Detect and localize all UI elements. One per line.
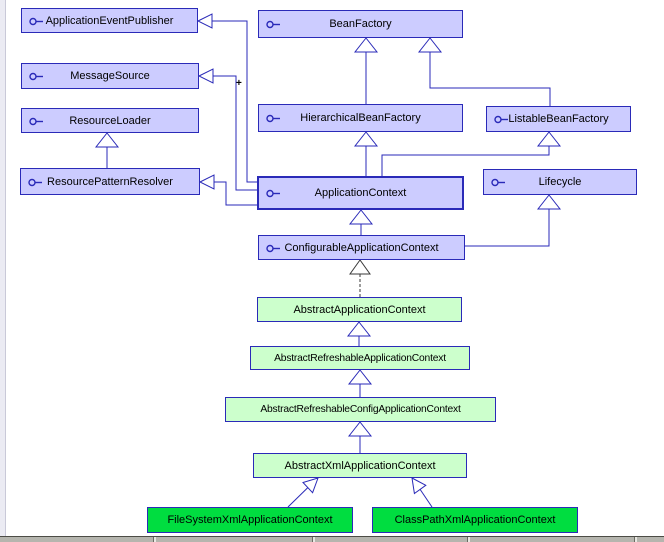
interface-lollipop-icon bbox=[266, 189, 280, 198]
class-box-file-system-xml-application-context[interactable]: FileSystemXmlApplicationContext bbox=[147, 507, 353, 533]
class-box-hierarchical-bean-factory[interactable]: HierarchicalBeanFactory bbox=[258, 104, 463, 132]
interface-lollipop-icon bbox=[494, 115, 508, 124]
edge-applicationcontext-hierarchicalbeanfactory bbox=[353, 131, 379, 176]
interface-lollipop-icon bbox=[266, 244, 280, 252]
class-name-label: HierarchicalBeanFactory bbox=[300, 112, 421, 124]
edge-applicationcontext-messagesource bbox=[197, 68, 257, 191]
class-name-label: ConfigurableApplicationContext bbox=[284, 241, 439, 254]
bottom-strip-divider bbox=[312, 537, 315, 542]
bottom-strip-divider bbox=[153, 537, 156, 542]
interface-lollipop-icon bbox=[29, 72, 43, 81]
class-name-label: MessageSource bbox=[70, 70, 150, 82]
class-name-label: Lifecycle bbox=[538, 176, 582, 188]
class-box-configurable-application-context[interactable]: ConfigurableApplicationContext bbox=[258, 235, 465, 260]
class-name-label: ApplicationEventPublisher bbox=[45, 14, 174, 27]
edge-configurableapplicationcontext-applicationcontext bbox=[348, 209, 374, 235]
class-box-resource-loader[interactable]: ResourceLoader bbox=[21, 108, 199, 133]
interface-lollipop-icon bbox=[266, 114, 280, 123]
class-name-label: AbstractApplicationContext bbox=[293, 303, 426, 316]
left-gutter bbox=[0, 0, 6, 536]
class-name-label: ClassPathXmlApplicationContext bbox=[394, 514, 556, 526]
interface-lollipop-icon bbox=[29, 117, 43, 125]
class-box-class-path-xml-application-context[interactable]: ClassPathXmlApplicationContext bbox=[372, 507, 578, 533]
edge-listablebeanfactory-beanfactory bbox=[417, 37, 551, 106]
class-name-label: ListableBeanFactory bbox=[508, 113, 609, 125]
class-box-abstract-xml-application-context[interactable]: AbstractXmlApplicationContext bbox=[253, 453, 467, 478]
class-name-label: AbstractXmlApplicationContext bbox=[284, 459, 436, 472]
class-name-label: ResourcePatternResolver bbox=[47, 175, 173, 188]
class-box-message-source[interactable]: MessageSource bbox=[21, 63, 199, 89]
class-box-abstract-refreshable-application-context[interactable]: AbstractRefreshableApplicationContext bbox=[250, 346, 470, 370]
class-box-application-context[interactable]: ApplicationContext bbox=[257, 176, 464, 210]
class-name-label: FileSystemXmlApplicationContext bbox=[167, 514, 333, 526]
class-name-label: AbstractRefreshableApplicationContext bbox=[274, 352, 446, 364]
edge-applicationcontext-applicationeventpublisher bbox=[196, 13, 257, 183]
edge-filesystemxmlapplicationcontext-abstractxmlapplicationcontext bbox=[287, 477, 319, 508]
edge-abstractxmlapplicationcontext-abstractrefreshableconfigapplicationcontext bbox=[347, 421, 373, 453]
class-name-label: AbstractRefreshableConfigApplicationCont… bbox=[260, 404, 461, 415]
interface-lollipop-icon bbox=[29, 17, 43, 25]
edge-abstractapplicationcontext-configurableapplicationcontext bbox=[349, 259, 371, 297]
class-box-resource-pattern-resolver[interactable]: ResourcePatternResolver bbox=[20, 168, 200, 195]
class-box-abstract-application-context[interactable]: AbstractApplicationContext bbox=[257, 297, 462, 322]
edge-abstractrefreshableconfigapplicationcontext-abstractrefreshableapplicationcontext bbox=[347, 369, 373, 397]
class-name-label: ResourceLoader bbox=[69, 114, 151, 127]
bottom-strip-divider bbox=[467, 537, 470, 542]
plus-marker: + bbox=[236, 78, 242, 89]
class-name-label: ApplicationContext bbox=[314, 187, 407, 199]
class-box-abstract-refreshable-config-application-context[interactable]: AbstractRefreshableConfigApplicationCont… bbox=[225, 397, 496, 422]
interface-lollipop-icon bbox=[266, 20, 280, 29]
edge-applicationcontext-listablebeanfactory bbox=[381, 131, 562, 176]
edge-applicationcontext-resourcepatternresolver bbox=[198, 174, 257, 206]
edge-abstractrefreshableapplicationcontext-abstractapplicationcontext bbox=[346, 321, 372, 346]
interface-lollipop-icon bbox=[491, 178, 505, 187]
bottom-strip-divider bbox=[634, 537, 637, 542]
class-box-lifecycle[interactable]: Lifecycle bbox=[483, 169, 637, 195]
edge-resourcepatternresolver-resourceloader bbox=[94, 132, 120, 168]
class-box-bean-factory[interactable]: BeanFactory bbox=[258, 10, 463, 38]
edge-hierarchicalbeanfactory-beanfactory bbox=[353, 37, 379, 104]
class-box-listable-bean-factory[interactable]: ListableBeanFactory bbox=[486, 106, 631, 132]
bottom-panel-strip[interactable] bbox=[0, 536, 664, 542]
class-name-label: BeanFactory bbox=[329, 18, 392, 30]
interface-lollipop-icon bbox=[28, 178, 42, 186]
class-box-application-event-publisher[interactable]: ApplicationEventPublisher bbox=[21, 8, 198, 33]
edge-configurableapplicationcontext-lifecycle bbox=[465, 194, 562, 247]
edge-classpathxmlapplicationcontext-abstractxmlapplicationcontext bbox=[411, 477, 433, 508]
